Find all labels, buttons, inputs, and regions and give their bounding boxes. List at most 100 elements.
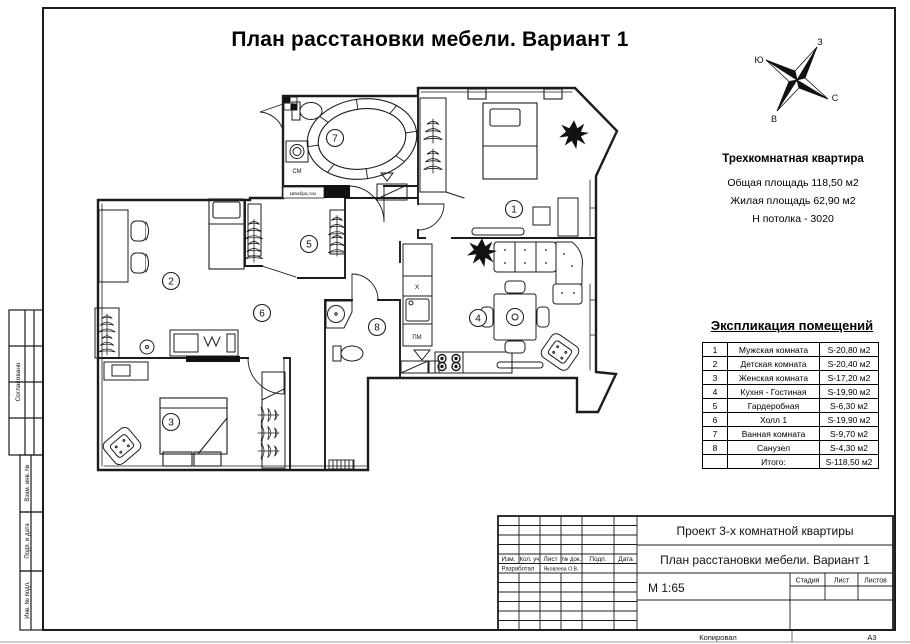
tb-developed-by: Яковлева О.В. bbox=[544, 567, 579, 573]
explication-title: Экспликация помещений bbox=[710, 318, 874, 333]
tb-sheet-label: Лист bbox=[834, 578, 850, 585]
compass-north-label: С bbox=[832, 93, 839, 103]
cell-num: 4 bbox=[702, 384, 728, 399]
cell-num: 5 bbox=[702, 398, 728, 413]
cell-name: Детская комната bbox=[727, 356, 820, 371]
apartment-info-title: Трехкомнатная квартира bbox=[722, 153, 864, 165]
cell-num: 1 bbox=[702, 342, 728, 357]
cell-area: S-9,70 м2 bbox=[819, 426, 879, 441]
cell-area: S-4,30 м2 bbox=[819, 440, 879, 455]
mop-shelf bbox=[282, 185, 350, 199]
room2-desk-icon bbox=[98, 209, 149, 283]
kitchen-tv-icon bbox=[496, 361, 544, 369]
interior-walls bbox=[97, 95, 597, 471]
apartment-info: Трехкомнатная квартира Общая площадь 118… bbox=[698, 150, 888, 228]
cell-name: Мужская комната bbox=[727, 342, 820, 357]
room5-racks-icon bbox=[244, 203, 347, 263]
hall-tv-cabinet-icon bbox=[139, 329, 240, 362]
room-marker-7: 7 bbox=[325, 128, 345, 148]
hall-tv-icon bbox=[376, 172, 408, 201]
svg-text:8: 8 bbox=[374, 323, 380, 334]
window-lines bbox=[101, 91, 597, 467]
cell-area: S-6,30 м2 bbox=[819, 398, 879, 413]
paper-format-label: А3 bbox=[867, 633, 876, 642]
toilet-icon bbox=[291, 101, 323, 121]
apartment-info-line: Общая площадь 118,50 м2 bbox=[727, 177, 859, 189]
hall-coatrack-icon bbox=[94, 307, 120, 359]
copied-label: Копировал bbox=[699, 633, 737, 642]
room3-bed-icon bbox=[159, 397, 228, 467]
tb-col-koluch: Кол. уч bbox=[520, 557, 540, 563]
cell-name: Ванная комната bbox=[727, 426, 820, 441]
cell-area: S-20,40 м2 bbox=[819, 356, 879, 371]
room3-wardrobe-icon bbox=[257, 371, 286, 469]
room-marker-1: 1 bbox=[504, 199, 524, 219]
tb-stage-label: Стадия bbox=[796, 578, 820, 585]
cell-num bbox=[702, 454, 728, 469]
cell-area: S-20,80 м2 bbox=[819, 342, 879, 357]
tb-sheets-label: Листов bbox=[864, 578, 887, 585]
cell-area: S-17,20 м2 bbox=[819, 370, 879, 385]
room1-cabinet-icon bbox=[532, 197, 579, 237]
compass-west-label: З bbox=[817, 37, 822, 47]
cell-num: 8 bbox=[702, 440, 728, 455]
tb-col-ndok: № док. bbox=[562, 556, 582, 563]
title-block: Изм. Кол. уч Лист № док. Подп. Дата Разр… bbox=[497, 515, 894, 631]
cell-name: Холл 1 bbox=[727, 412, 820, 427]
room-marker-4: 4 bbox=[468, 308, 488, 328]
page-title: План расстановки мебели. Вариант 1 bbox=[231, 28, 629, 51]
cell-name: Женская комната bbox=[727, 370, 820, 385]
ventilation-shaft-icon bbox=[283, 96, 298, 111]
fridge-label: X bbox=[415, 284, 420, 291]
side-stamp-boxes bbox=[8, 309, 44, 631]
inv-label: Инв. № подл. bbox=[24, 581, 31, 619]
room-marker-5: 5 bbox=[299, 234, 319, 254]
stove-icon bbox=[434, 351, 513, 374]
svg-text:4: 4 bbox=[475, 314, 481, 325]
podp-label: Подп. и дата bbox=[25, 523, 31, 559]
dishwasher-label: ПМ bbox=[412, 335, 421, 341]
cell-area: S-19,90 м2 bbox=[819, 412, 879, 427]
cell-num: 2 bbox=[702, 356, 728, 371]
tb-developed-label: Разработал bbox=[502, 567, 535, 573]
compass-east-label: В bbox=[771, 114, 777, 124]
svg-text:1: 1 bbox=[511, 205, 517, 216]
corner-sofa-icon bbox=[493, 241, 583, 305]
tb-col-podp: Подп. bbox=[589, 556, 606, 563]
cell-num: 6 bbox=[702, 412, 728, 427]
cell-num: 3 bbox=[702, 370, 728, 385]
cell-total-label: Итого: bbox=[727, 454, 820, 469]
table-row-total: Итого:S-118,50 м2 bbox=[702, 454, 879, 469]
radiator-icon bbox=[328, 459, 355, 470]
vzam-label: Взам. инв. № bbox=[24, 464, 31, 501]
washing-machine-icon bbox=[285, 140, 309, 163]
cell-name: Кухня - Гостиная bbox=[727, 384, 820, 399]
room3-table-icon bbox=[103, 361, 149, 381]
tb-scale: М 1:65 bbox=[648, 581, 685, 595]
room-marker-2: 2 bbox=[161, 271, 181, 291]
wc-sink-icon bbox=[325, 300, 353, 329]
room-marker-6: 6 bbox=[252, 303, 272, 323]
svg-text:7: 7 bbox=[332, 134, 338, 145]
cell-area: S-19,90 м2 bbox=[819, 384, 879, 399]
cell-total-area: S-118,50 м2 bbox=[819, 454, 879, 469]
room1-wardrobe-icon bbox=[419, 97, 465, 199]
washing-machine-label: СМ bbox=[292, 169, 301, 175]
tb-col-izm: Изм. bbox=[502, 556, 516, 563]
room2-bed-icon bbox=[208, 198, 245, 270]
compass-south-label: Ю bbox=[754, 55, 763, 65]
cell-num: 7 bbox=[702, 426, 728, 441]
tb-project-title: Проект 3-х комнатной квартиры bbox=[676, 524, 853, 538]
tb-col-data: Дата bbox=[618, 556, 633, 563]
room1-tv-icon bbox=[471, 227, 525, 236]
outer-walls bbox=[96, 86, 619, 472]
agreed-label: Согласовано bbox=[15, 362, 22, 401]
apartment-info-line: Жилая площадь 62,90 м2 bbox=[730, 195, 856, 207]
svg-text:3: 3 bbox=[168, 418, 174, 429]
